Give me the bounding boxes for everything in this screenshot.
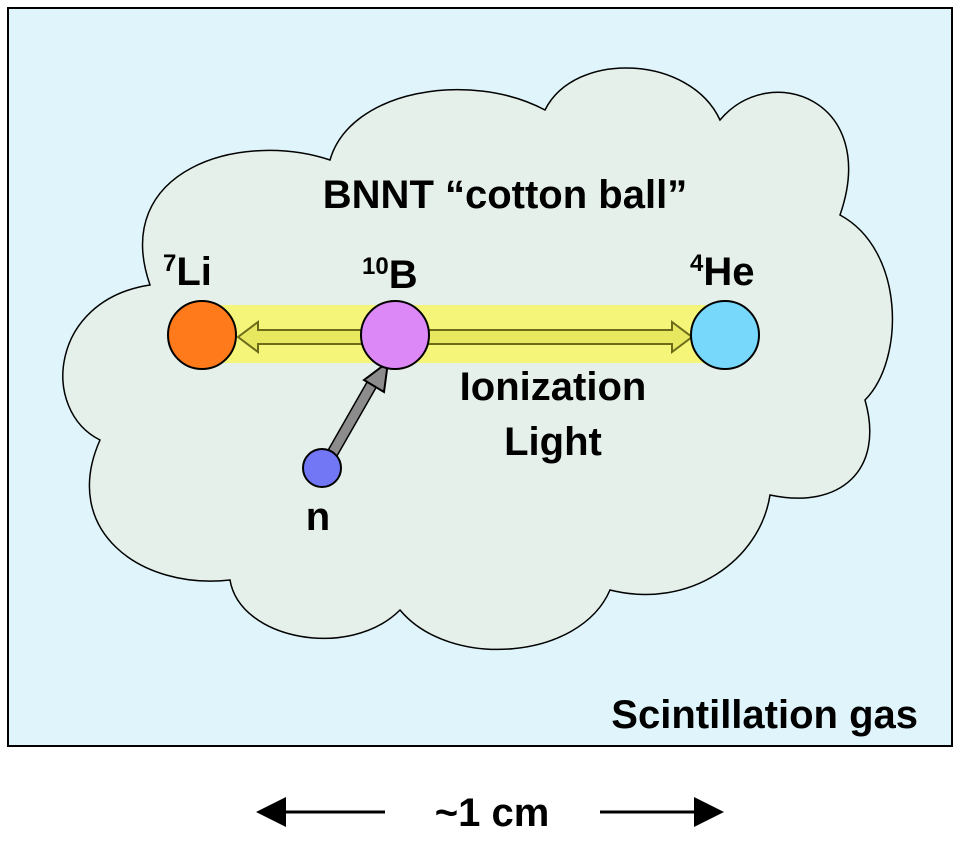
scale-bar: ~1 cm: [256, 791, 724, 835]
he-label: 4He: [690, 250, 755, 294]
li-particle: [167, 300, 237, 370]
li-mass-number: 7: [163, 250, 176, 277]
neutron-particle: [302, 448, 342, 488]
li-symbol: Li: [176, 250, 212, 294]
he-symbol: He: [703, 250, 754, 294]
li-label: 7Li: [163, 250, 212, 294]
b-mass-number: 10: [362, 253, 389, 280]
scintillation-gas-label: Scintillation gas: [611, 693, 918, 737]
b-particle: [360, 300, 430, 370]
light-label: Light: [504, 420, 602, 464]
ionization-label: Ionization: [460, 365, 647, 409]
he-particle: [690, 300, 760, 370]
b-label: 10B: [362, 253, 418, 297]
scale-label: ~1 cm: [435, 791, 550, 835]
b-symbol: B: [389, 253, 418, 297]
he-mass-number: 4: [690, 250, 704, 277]
neutron-label: n: [306, 495, 330, 539]
cotton-ball-label: BNNT “cotton ball”: [323, 173, 687, 217]
